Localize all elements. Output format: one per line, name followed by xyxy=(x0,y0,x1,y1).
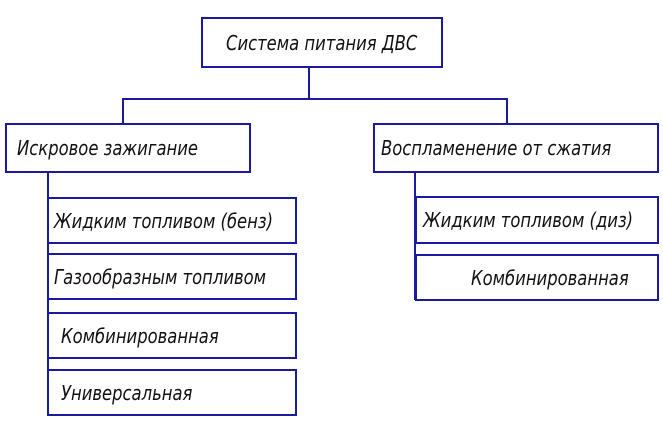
connector-right-down xyxy=(506,98,508,124)
left-item-liquid-fuel: Жидким топливом (бенз) xyxy=(47,197,297,244)
left-item-label: Газообразным топливом xyxy=(54,264,267,289)
left-item-gaseous-fuel: Газообразным топливом xyxy=(47,253,297,300)
left-item-label: Универсальная xyxy=(61,380,193,405)
left-item-label: Жидким топливом (бенз) xyxy=(54,208,273,233)
right-item-label: Комбинированная xyxy=(471,265,629,290)
connector-left-down xyxy=(122,98,124,124)
root-node-label: Система питания ДВС xyxy=(226,30,418,55)
connector-root-down xyxy=(308,67,310,99)
branch-compression-ignition-label: Воспламенение от сжатия xyxy=(381,136,612,160)
left-item-label: Комбинированная xyxy=(61,323,219,348)
branch-spark-ignition-label: Искровое зажигание xyxy=(17,136,198,160)
right-item-liquid-fuel: Жидким топливом (диз) xyxy=(415,196,659,244)
right-item-combined: Комбинированная xyxy=(415,254,659,301)
left-item-universal: Универсальная xyxy=(47,369,297,416)
connector-horizontal xyxy=(122,98,508,100)
root-node: Система питания ДВС xyxy=(201,17,443,68)
left-item-combined: Комбинированная xyxy=(47,312,297,359)
right-item-label: Жидким топливом (диз) xyxy=(423,208,634,232)
branch-spark-ignition: Искровое зажигание xyxy=(5,123,251,173)
branch-compression-ignition: Воспламенение от сжатия xyxy=(373,123,659,173)
